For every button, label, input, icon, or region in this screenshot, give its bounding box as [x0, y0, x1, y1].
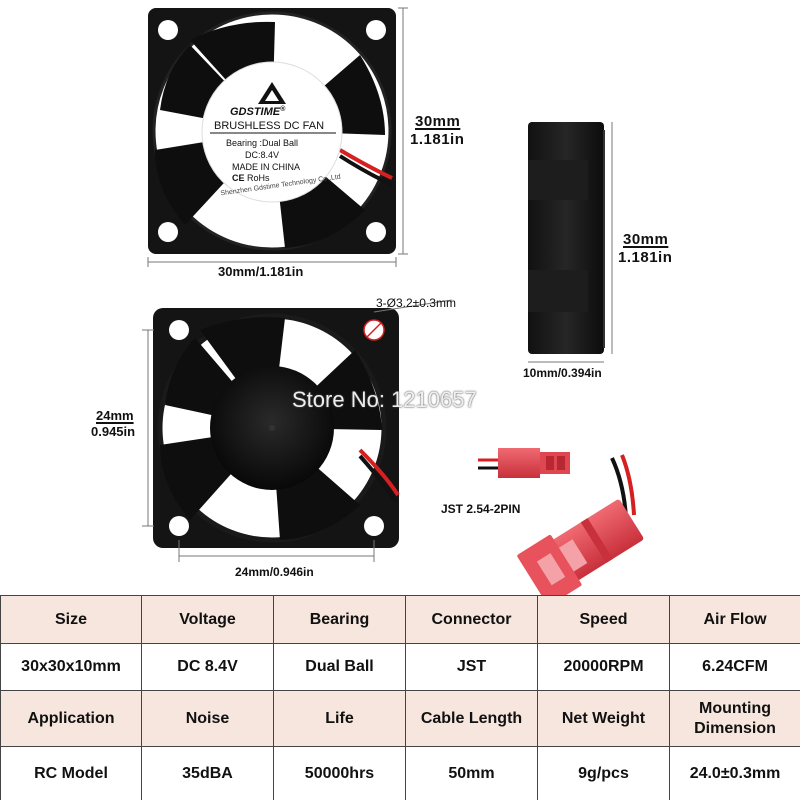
spec-header-cell: Application	[0, 690, 142, 747]
spec-header-cell: Life	[273, 690, 406, 747]
spec-header-row: Application Noise Life Cable Length Net …	[0, 690, 800, 747]
side-height-in: 1.181in	[618, 249, 673, 266]
ce-mark-icon: CE	[232, 173, 245, 183]
spec-value-cell: 6.24CFM	[669, 643, 800, 691]
spec-header-row: Size Voltage Bearing Connector Speed Air…	[0, 595, 800, 644]
mount-width: 24mm/0.946in	[235, 565, 314, 579]
hole-spec: 3-Ø3.2±0.3mm	[376, 296, 456, 310]
side-dimension-lines	[528, 122, 613, 363]
spec-header-cell: Noise	[141, 690, 274, 747]
spec-value-cell: DC 8.4V	[141, 643, 274, 691]
label-origin: MADE IN CHINA	[232, 162, 301, 172]
spec-value-cell: 24.0±0.3mm	[669, 746, 800, 800]
jst-connector-large	[517, 454, 644, 595]
spec-value-cell: 50mm	[405, 746, 538, 800]
mount-height-in: 0.945in	[91, 424, 136, 439]
side-height-mm: 30mm	[623, 231, 669, 248]
store-watermark: Store No: 1210657	[292, 387, 477, 412]
fan-back-view	[153, 308, 400, 548]
spec-value-cell: 9g/pcs	[537, 746, 670, 800]
fan-side-view	[528, 122, 605, 354]
spec-header-cell: Air Flow	[669, 595, 800, 644]
product-illustration: GDSTIME® BRUSHLESS DC FAN Bearing :Dual …	[91, 7, 673, 595]
front-width: 30mm/1.181in	[218, 264, 304, 279]
label-brand: GDSTIME®	[230, 106, 286, 118]
fan-drawings	[142, 7, 644, 595]
label-voltage: DC:8.4V	[245, 150, 280, 160]
label-type: BRUSHLESS DC FAN	[214, 120, 325, 132]
spec-value-cell: 30x30x10mm	[0, 643, 142, 691]
spec-header-cell: Bearing	[273, 595, 406, 644]
jst-connector-small	[478, 448, 570, 478]
fan-front-view	[148, 8, 396, 254]
spec-value-cell: 50000hrs	[273, 746, 406, 800]
spec-value-row: RC Model 35dBA 50000hrs 50mm 9g/pcs 24.0…	[0, 746, 800, 800]
spec-header-cell: Voltage	[141, 595, 274, 644]
connector-label: JST 2.54-2PIN	[441, 502, 521, 516]
spec-header-cell: Speed	[537, 595, 670, 644]
side-depth: 10mm/0.394in	[523, 366, 602, 380]
spec-value-cell: 20000RPM	[537, 643, 670, 691]
spec-header-cell: Mounting Dimension	[669, 690, 800, 747]
spec-value-cell: RC Model	[0, 746, 142, 800]
mount-height-mm: 24mm	[96, 408, 134, 423]
label-compliance: CE RoHs	[232, 173, 270, 183]
front-height-mm: 30mm	[415, 113, 461, 130]
spec-value-cell: 35dBA	[141, 746, 274, 800]
label-bearing: Bearing :Dual Ball	[226, 138, 299, 148]
spec-header-cell: Connector	[405, 595, 538, 644]
spec-header-cell: Size	[0, 595, 142, 644]
spec-header-cell: Cable Length	[405, 690, 538, 747]
spec-value-cell: Dual Ball	[273, 643, 406, 691]
spec-value-cell: JST	[405, 643, 538, 691]
front-height-in: 1.181in	[410, 131, 465, 148]
spec-table: Size Voltage Bearing Connector Speed Air…	[0, 595, 800, 800]
front-dimension-lines	[147, 7, 408, 267]
spec-value-row: 30x30x10mm DC 8.4V Dual Ball JST 20000RP…	[0, 643, 800, 691]
back-dimension-lines	[142, 299, 453, 562]
spec-header-cell: Net Weight	[537, 690, 670, 747]
